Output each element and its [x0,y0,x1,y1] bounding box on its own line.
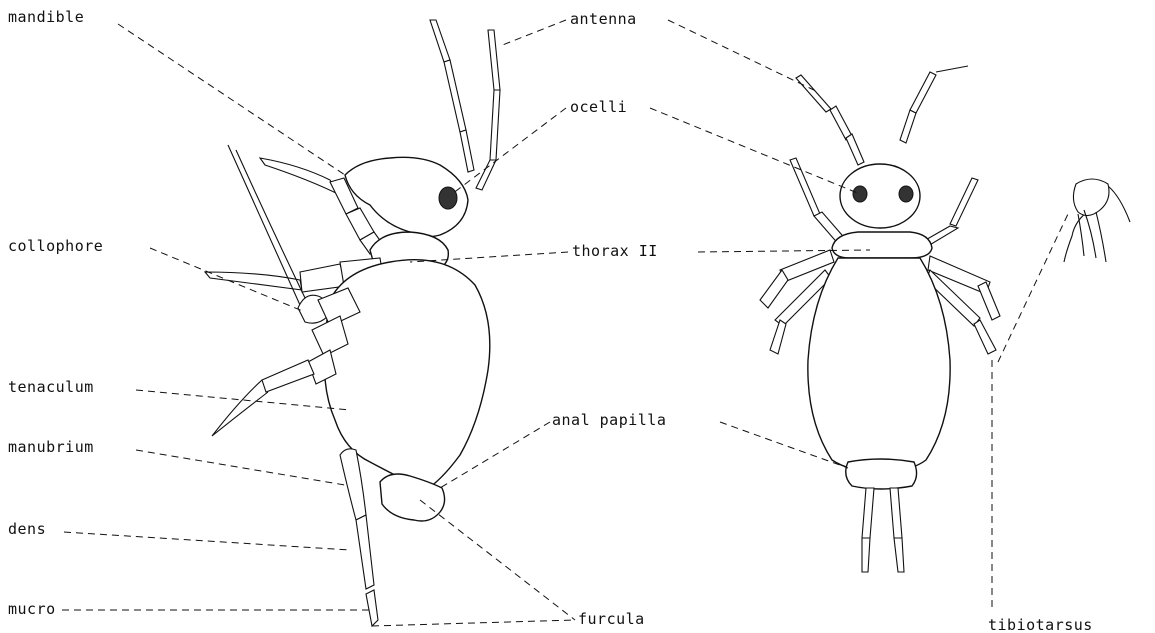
label-thorax: thorax II [572,242,658,260]
dorsal-anal-papilla [846,459,917,489]
leader-tenaculum [136,390,350,410]
tibiotarsus-detail [1064,179,1130,262]
label-collophore: collophore [8,237,103,255]
dorsal-furcula [862,488,904,572]
leader-antenna-lateral [500,20,566,46]
label-manubrium: manubrium [8,438,94,456]
dorsal-abdomen [808,258,950,472]
label-mandible: mandible [8,8,84,26]
label-mucro: mucro [8,600,56,618]
leader-furcula-from-mucro [372,620,575,626]
lateral-hind-leg [228,145,306,305]
leader-ocelli-dorsal [650,108,860,194]
dorsal-ocellus-left [853,186,867,202]
label-anal-papilla: anal papilla [552,411,666,429]
lateral-ocelli [439,187,457,209]
leader-furcula-from-papilla [420,500,575,620]
label-furcula: furcula [578,610,645,628]
label-dens: dens [8,520,46,538]
leader-antenna-dorsal [668,20,818,92]
label-tenaculum: tenaculum [8,378,94,396]
lateral-furcula [340,449,378,626]
dorsal-view-specimen [760,66,1000,572]
dorsal-thorax [832,232,932,258]
label-antenna: antenna [570,10,637,28]
dorsal-ocellus-right [899,186,913,202]
label-tibiotarsus: tibiotarsus [988,616,1093,633]
leader-tibiotarsus-up [998,214,1068,362]
label-ocelli: ocelli [570,98,627,116]
leader-manubrium [136,450,345,485]
dorsal-antennae [796,66,968,165]
leader-dens [64,532,350,550]
